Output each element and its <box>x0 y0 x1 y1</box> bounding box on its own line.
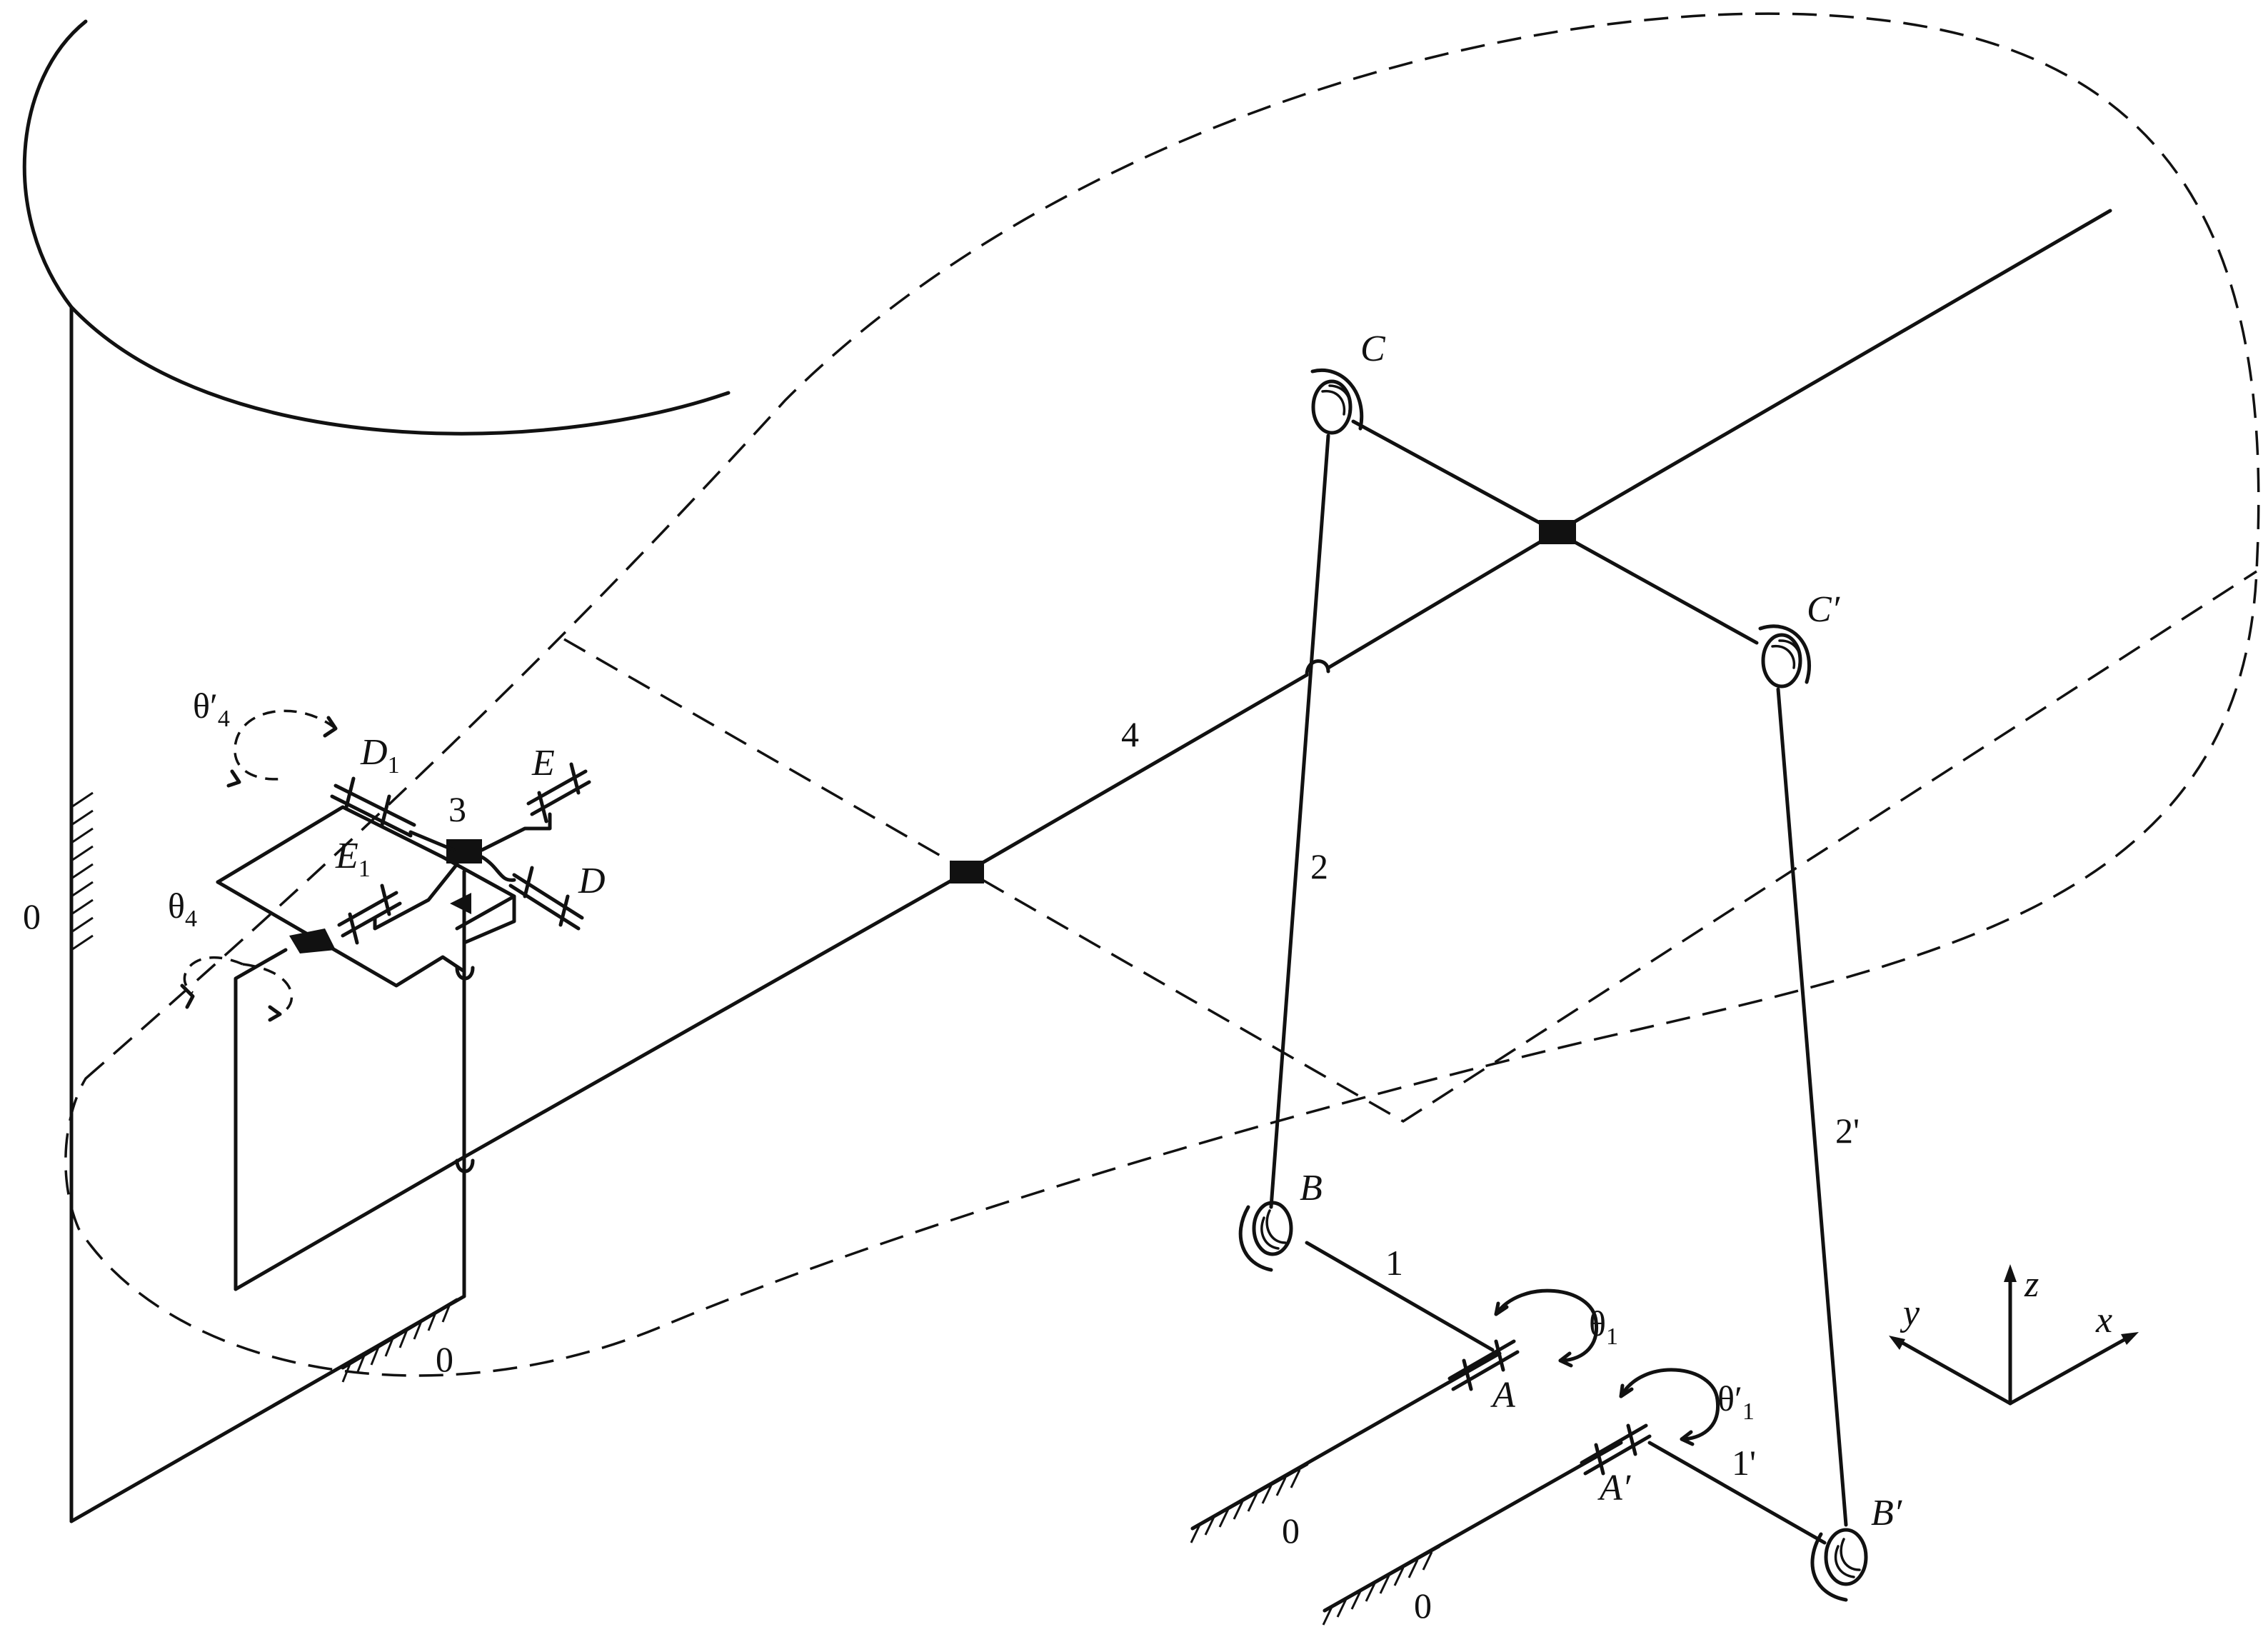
rotation-arc-theta4p <box>226 709 338 788</box>
label-ground-a-prime: 0 <box>1414 1586 1432 1626</box>
label-theta1: θ1 <box>1589 1303 1618 1350</box>
label-theta4p: θ′4 <box>193 686 230 732</box>
label-joint-b: B <box>1300 1168 1323 1208</box>
joint-e1 <box>337 862 459 945</box>
joint-d <box>480 855 584 931</box>
link-4-beam <box>455 209 2112 1173</box>
revolute-joint-a-prime <box>1580 1423 1652 1476</box>
label-link-3: 3 <box>448 789 466 829</box>
workspace-envelope <box>64 12 2260 1377</box>
link-1 <box>1305 1241 1495 1352</box>
link-4-mid-block <box>950 861 984 883</box>
spherical-joint-c <box>1310 369 1364 435</box>
ground-ap-hatch <box>1322 1544 1441 1626</box>
label-joint-e1: E1 <box>335 836 371 882</box>
label-ground-wall: 0 <box>23 896 41 936</box>
label-link-4: 4 <box>1121 714 1139 754</box>
ground-a-hatch <box>1190 1462 1309 1543</box>
label-ground-a: 0 <box>1282 1511 1300 1551</box>
spherical-joint-b-prime <box>1810 1528 1868 1602</box>
label-joint-d: D <box>578 861 606 901</box>
label-axis-z: z <box>2024 1264 2039 1305</box>
label-link-1-prime: 1' <box>1732 1443 1756 1483</box>
link-cc-prime <box>1351 419 1759 645</box>
floor-hatch <box>341 1298 459 1383</box>
label-theta1p: θ′1 <box>1717 1378 1755 1425</box>
coordinate-axes <box>1889 1264 2139 1406</box>
revolute-joint-a <box>1447 1339 1520 1391</box>
spherical-joint-b <box>1238 1201 1293 1272</box>
label-joint-c-prime: C′ <box>1807 589 1841 630</box>
platform-3 <box>216 805 516 1291</box>
label-link-2: 2 <box>1310 846 1328 886</box>
link-2-prime <box>1776 687 1848 1527</box>
label-axis-x: x <box>2095 1300 2112 1341</box>
label-link-1: 1 <box>1385 1243 1403 1283</box>
label-joint-c: C <box>1360 329 1386 369</box>
spherical-joint-c-prime <box>1758 624 1812 689</box>
projection-dashed <box>563 570 2257 1123</box>
joint-e <box>480 762 591 852</box>
joint-d1 <box>330 776 456 852</box>
label-joint-b-prime: B′ <box>1871 1493 1903 1533</box>
label-link-2-prime: 2' <box>1835 1111 1860 1151</box>
rotation-arc-theta4 <box>180 956 293 1022</box>
label-ground-floor: 0 <box>436 1339 453 1379</box>
label-theta4: θ4 <box>168 886 197 932</box>
label-joint-a: A <box>1490 1375 1515 1416</box>
label-joint-a-prime: A′ <box>1597 1468 1632 1508</box>
label-joint-d1: D1 <box>360 732 400 779</box>
link-1-prime <box>1647 1441 1827 1545</box>
label-axis-y: y <box>1900 1293 1920 1333</box>
rotation-arc-theta1p <box>1619 1368 1720 1446</box>
rotation-arc-theta1 <box>1494 1288 1598 1368</box>
link-2 <box>1269 434 1330 1209</box>
label-joint-e: E <box>531 743 555 784</box>
wall-hatch <box>71 791 94 951</box>
